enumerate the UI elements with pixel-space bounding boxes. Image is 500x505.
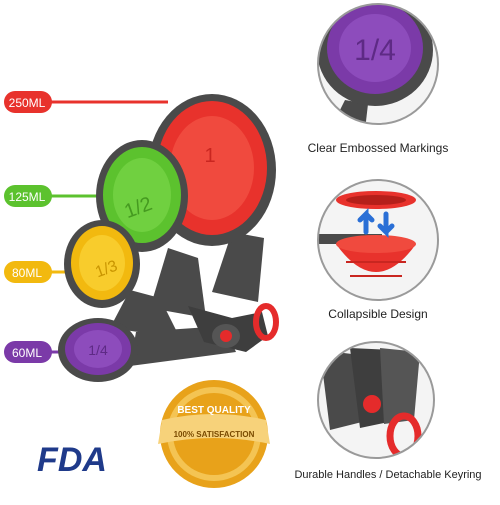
green-measuring-cup: 1/2	[96, 140, 206, 318]
cup-marking-quarter-large: 1/4	[354, 34, 396, 67]
handle-button	[220, 330, 232, 342]
seal-bottom-text: 100% SATISFACTION	[174, 430, 255, 439]
size-label-80ml: 80ML	[12, 266, 42, 280]
feature-circle-handles	[317, 341, 435, 459]
feature-caption-handles: Durable Handles / Detachable Keyring	[294, 469, 481, 481]
size-label-60ml: 60ML	[12, 346, 42, 360]
feature-circle-collapsible	[317, 179, 439, 301]
fda-logo-text: FDA	[37, 441, 107, 479]
feature-caption-collapsible: Collapsible Design	[328, 307, 427, 321]
collapse-arrows-icon	[357, 207, 395, 239]
size-label-125ml: 125ML	[9, 190, 46, 204]
cup-marking-quarter-small: 1/4	[88, 342, 108, 358]
seal-top-text: BEST QUALITY	[177, 405, 251, 416]
size-label-250ml: 250ML	[9, 96, 46, 110]
yellow-measuring-cup: 1/3	[64, 220, 180, 338]
size-tab-60ml: 60ML	[4, 341, 62, 363]
size-tab-250ml: 250ML	[4, 91, 168, 113]
quality-seal: BEST QUALITY 100% SATISFACTION	[158, 380, 270, 488]
keyring	[253, 303, 279, 341]
handle-stack	[188, 306, 268, 352]
cup-marking-one: 1	[204, 145, 215, 167]
feature-circle-markings: 1/4	[317, 3, 439, 125]
cup-marking-third: 1/3	[93, 258, 120, 282]
size-tab-125ml: 125ML	[4, 185, 102, 207]
size-tab-80ml: 80ML	[4, 261, 70, 283]
fda-logo: FDA	[37, 441, 107, 479]
feature-caption-markings: Clear Embossed Markings	[308, 141, 449, 155]
purple-measuring-cup: 1/4	[58, 318, 236, 382]
